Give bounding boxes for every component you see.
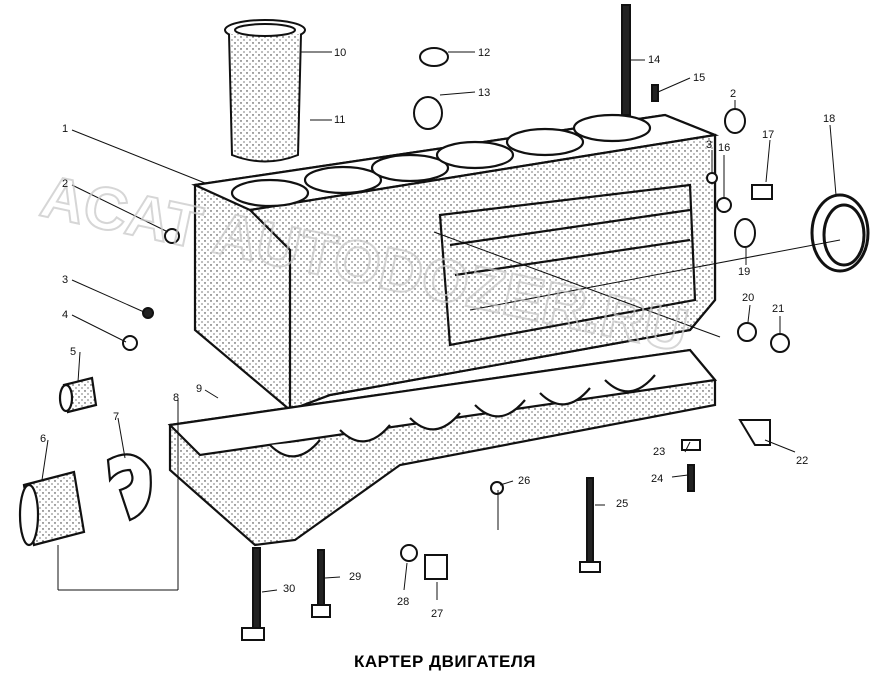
- callout-21: 21: [772, 303, 784, 315]
- rear-seal: [810, 193, 870, 273]
- callout-6: 6: [40, 433, 46, 445]
- callout-10: 10: [334, 47, 346, 59]
- callout-12: 12: [478, 47, 490, 59]
- callout-14: 14: [648, 54, 660, 66]
- callout-26: 26: [518, 475, 530, 487]
- callout-3: 3: [62, 274, 68, 286]
- front-bearings: [18, 376, 152, 547]
- callout-9: 9: [196, 383, 202, 395]
- lower-crankcase: [167, 348, 718, 547]
- callout-labels: 1 2 3 4 5 6 7 8 9 10 11 12 13 14 15 2 3 …: [40, 47, 835, 620]
- callout-16: 16: [718, 142, 730, 154]
- callout-5: 5: [70, 346, 76, 358]
- callout-25: 25: [616, 498, 628, 510]
- callout-24: 24: [651, 473, 663, 485]
- callout-4: 4: [62, 309, 68, 321]
- callout-17: 17: [762, 129, 774, 141]
- callout-11: 11: [334, 114, 345, 126]
- callout-29: 29: [349, 571, 361, 583]
- engine-block: [191, 113, 720, 412]
- callout-7: 7: [113, 411, 119, 423]
- callout-13: 13: [478, 87, 490, 99]
- callout-18: 18: [823, 113, 835, 125]
- leader-lines: [41, 51, 841, 600]
- callout-1: 1: [62, 123, 68, 135]
- callout-22: 22: [796, 455, 808, 467]
- callout-8: 8: [173, 392, 179, 404]
- callout-15: 15: [693, 72, 705, 84]
- callout-28: 28: [397, 596, 409, 608]
- callout-3b: 3: [706, 139, 712, 151]
- cylinder-liner: [224, 19, 306, 163]
- diagram-caption: КАРТЕР ДВИГАТЕЛЯ: [353, 652, 537, 671]
- callout-19: 19: [738, 266, 750, 278]
- callout-20: 20: [742, 292, 754, 304]
- callout-27: 27: [431, 608, 443, 620]
- callout-30: 30: [283, 583, 295, 595]
- fasteners: [122, 4, 790, 641]
- callout-2b: 2: [730, 88, 736, 100]
- callout-23: 23: [653, 446, 665, 458]
- callout-2: 2: [62, 178, 68, 190]
